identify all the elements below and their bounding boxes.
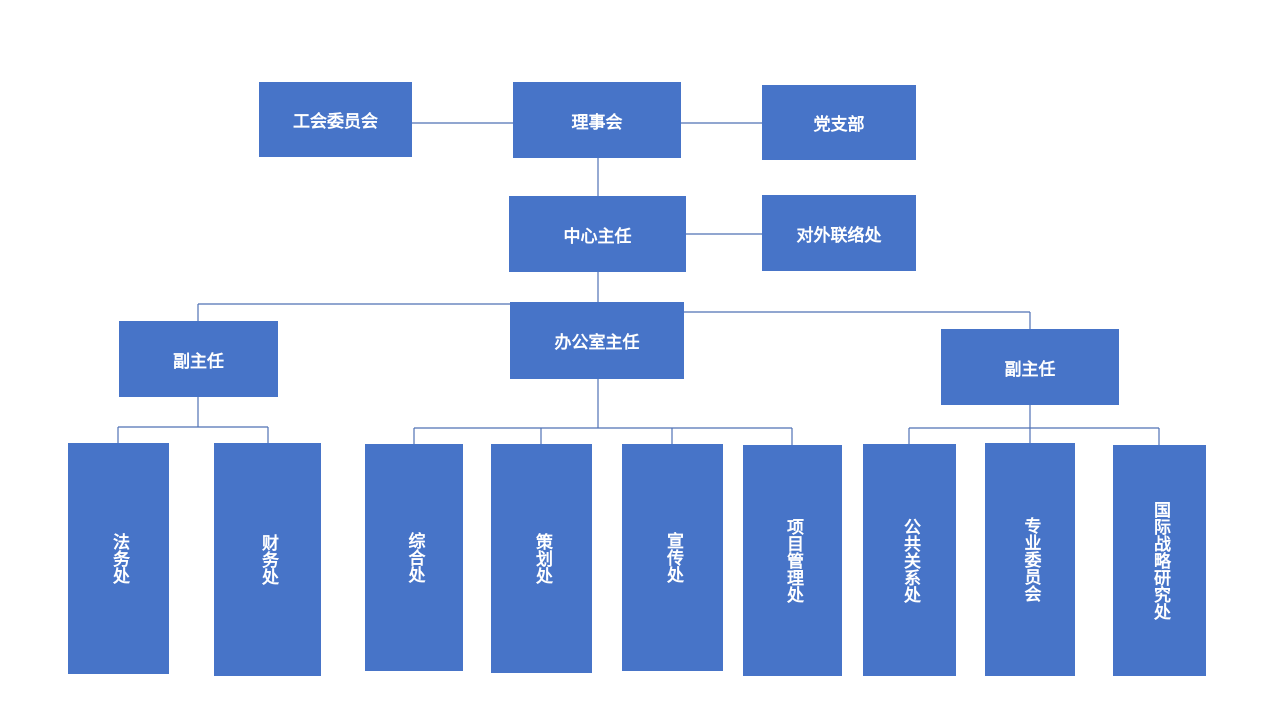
deputy-director-left-box: 副主任 <box>119 321 278 397</box>
planning-dept-label: 策划处 <box>532 533 552 584</box>
deputy-director-right-label: 副主任 <box>1004 359 1056 380</box>
professional-committee-label: 专业委员会 <box>1020 517 1041 602</box>
office-director-box: 办公室主任 <box>510 302 684 379</box>
legal-dept-box: 法务处 <box>68 443 169 674</box>
publicity-dept-label: 宣传处 <box>663 532 683 583</box>
liaison-office-box: 对外联络处 <box>762 195 916 271</box>
party-branch-label: 党支部 <box>813 115 865 135</box>
intl-strategy-dept-box: 国际战略研究处 <box>1113 445 1206 676</box>
general-dept-label: 综合处 <box>404 532 425 583</box>
public-relations-dept-box: 公共关系处 <box>863 444 956 676</box>
deputy-director-left-label: 副主任 <box>173 351 224 372</box>
intl-strategy-dept-label: 国际战略研究处 <box>1150 501 1170 620</box>
council-box: 理事会 <box>513 82 681 158</box>
finance-dept-label: 财务处 <box>258 534 278 585</box>
union-committee-label: 工会委员会 <box>293 112 378 132</box>
legal-dept-label: 法务处 <box>109 533 129 584</box>
deputy-director-right-box: 副主任 <box>941 329 1119 405</box>
general-dept-box: 综合处 <box>365 444 463 671</box>
public-relations-dept-label: 公共关系处 <box>900 517 920 603</box>
party-branch-box: 党支部 <box>762 85 916 160</box>
project-mgmt-dept-box: 项目管理处 <box>743 445 842 676</box>
office-director-label: 办公室主任 <box>554 333 640 353</box>
center-director-label: 中心主任 <box>563 226 632 247</box>
project-mgmt-dept-label: 项目管理处 <box>783 518 803 603</box>
liaison-office-label: 对外联络处 <box>796 225 882 246</box>
union-committee-box: 工会委员会 <box>259 82 412 157</box>
finance-dept-box: 财务处 <box>214 443 321 676</box>
publicity-dept-box: 宣传处 <box>622 444 723 671</box>
council-label: 理事会 <box>571 112 623 133</box>
center-director-box: 中心主任 <box>509 196 686 272</box>
professional-committee-box: 专业委员会 <box>985 443 1075 676</box>
planning-dept-box: 策划处 <box>491 444 592 673</box>
